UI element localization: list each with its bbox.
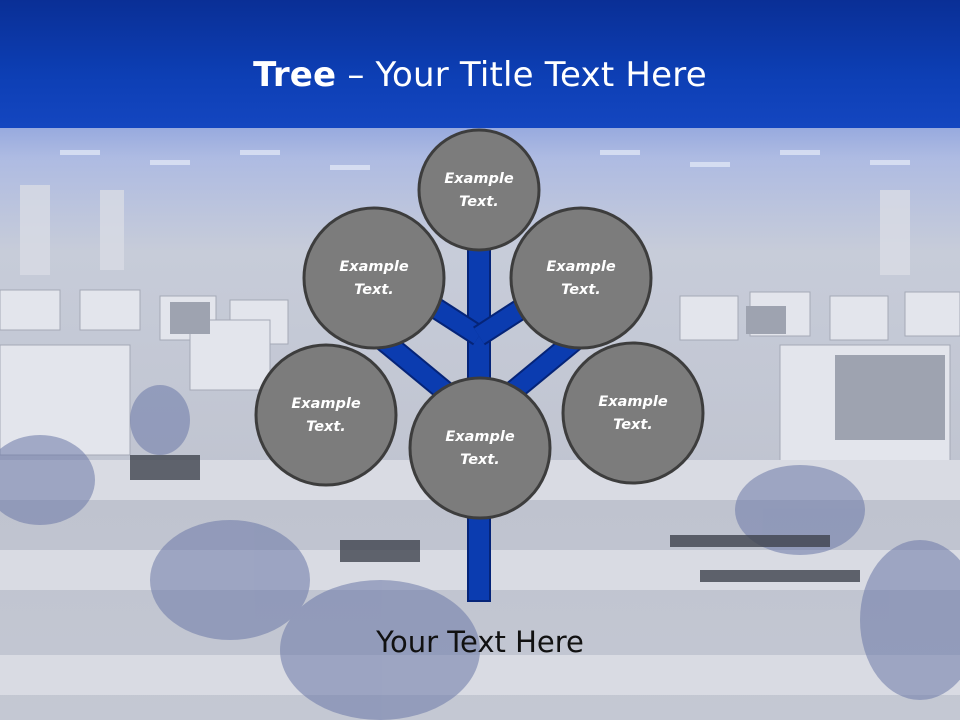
node-label-upper-left: Example Text.: [309, 256, 439, 302]
tree-nodes: [254, 128, 705, 520]
node-circle-upper-right: [509, 206, 653, 350]
node-label-upper-right: Example Text.: [516, 256, 646, 302]
node-label-top: Example Text.: [414, 168, 544, 214]
node-label-middle-right: Example Text.: [568, 391, 698, 437]
node-circle-center: [408, 376, 552, 520]
node-label-line: Example: [445, 429, 515, 445]
node-circle-middle-right: [561, 341, 705, 485]
node-label-line: Text.: [613, 417, 653, 433]
caption-text: Your Text Here: [376, 625, 584, 659]
title-text: – Your Title Text Here: [336, 55, 707, 95]
node-label-line: Text.: [306, 419, 346, 435]
node-label-line: Text.: [354, 282, 394, 298]
node-label-line: Text.: [460, 452, 500, 468]
node-circle-upper-left: [302, 206, 446, 350]
title-keyword: Tree: [253, 55, 337, 95]
node-label-line: Example: [598, 394, 668, 410]
node-label-line: Example: [339, 259, 409, 275]
node-label-line: Example: [444, 171, 514, 187]
node-label-line: Example: [546, 259, 616, 275]
node-label-line: Text.: [561, 282, 601, 298]
slide-title: Tree – Your Title Text Here: [0, 52, 960, 98]
node-label-line: Text.: [459, 194, 499, 210]
node-circle-top: [417, 128, 541, 252]
node-circle-middle-left: [254, 343, 398, 487]
node-label-line: Example: [291, 396, 361, 412]
node-label-center: Example Text.: [415, 426, 545, 472]
node-label-middle-left: Example Text.: [261, 393, 391, 439]
